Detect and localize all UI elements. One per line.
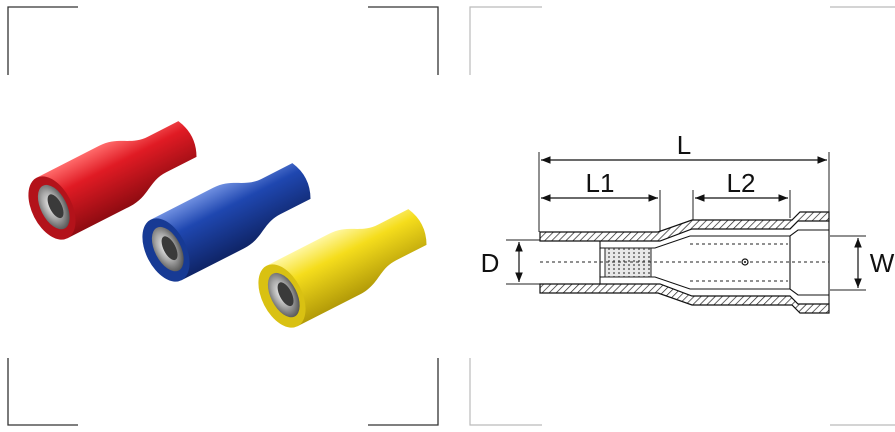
extension-lines: [506, 152, 866, 291]
photo-frame-marks: [7, 6, 439, 426]
connector-cross-section: [539, 211, 830, 314]
label-W: W: [870, 248, 895, 278]
dimension-arrows: [515, 156, 862, 288]
technical-drawing-panel: L L1 L2 D W: [445, 0, 895, 432]
product-photo: [7, 6, 439, 426]
technical-drawing: L L1 L2 D W: [469, 6, 895, 426]
label-L2: L2: [727, 168, 756, 198]
blue-connector: [142, 163, 311, 282]
product-photo-panel: [0, 0, 445, 432]
label-L1: L1: [586, 168, 615, 198]
drawing-frame-marks: [469, 6, 895, 426]
crimp-serrations: [604, 247, 652, 278]
label-L: L: [677, 130, 691, 160]
yellow-connector: [258, 209, 427, 328]
label-D: D: [481, 248, 500, 278]
red-connector: [28, 121, 197, 240]
